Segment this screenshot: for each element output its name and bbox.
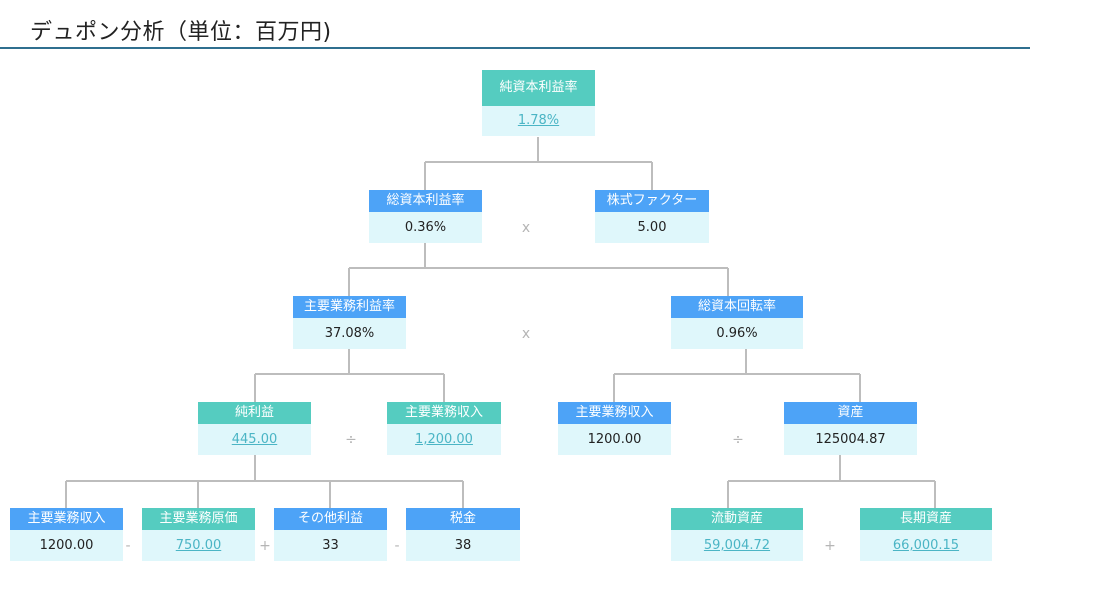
node-long-term-assets-label: 長期資産 <box>860 508 992 530</box>
node-roe: 純資本利益率 1.78% <box>482 70 595 136</box>
node-tax-value: 38 <box>406 530 520 561</box>
node-net-income-label: 純利益 <box>198 402 311 424</box>
operator-plus: + <box>824 538 836 554</box>
operator-minus: - <box>394 538 400 554</box>
node-other-income-label: その他利益 <box>274 508 387 530</box>
node-turnover-label: 総資本回転率 <box>671 296 803 318</box>
node-roa-value: 0.36% <box>369 212 482 243</box>
node-current-assets-label: 流動資産 <box>671 508 803 530</box>
node-assets-label: 資産 <box>784 402 917 424</box>
node-equity-factor: 株式ファクター 5.00 <box>595 190 709 243</box>
current-assets-value-link[interactable]: 59,004.72 <box>703 538 771 553</box>
node-roa: 総資本利益率 0.36% <box>369 190 482 243</box>
node-assets: 資産 125004.87 <box>784 402 917 455</box>
node-revenue-b: 主要業務収入 1200.00 <box>558 402 671 455</box>
operator-plus: + <box>259 538 271 554</box>
node-roe-label: 純資本利益率 <box>482 70 595 106</box>
node-turnover-value: 0.96% <box>671 318 803 349</box>
node-turnover: 総資本回転率 0.96% <box>671 296 803 349</box>
node-revenue-b-value: 1200.00 <box>558 424 671 455</box>
node-cost-value: 750.00 <box>142 530 255 561</box>
node-current-assets: 流動資産 59,004.72 <box>671 508 803 561</box>
cost-value-link[interactable]: 750.00 <box>175 538 222 553</box>
node-cost-label: 主要業務原価 <box>142 508 255 530</box>
node-tax: 税金 38 <box>406 508 520 561</box>
operator-minus: - <box>125 538 131 554</box>
node-margin-value: 37.08% <box>293 318 406 349</box>
page-title: デュポン分析（単位：百万円) <box>30 20 332 45</box>
operator-times: x <box>521 220 531 236</box>
node-long-term-assets: 長期資産 66,000.15 <box>860 508 992 561</box>
node-long-term-assets-value: 66,000.15 <box>860 530 992 561</box>
node-other-income-value: 33 <box>274 530 387 561</box>
node-roa-label: 総資本利益率 <box>369 190 482 212</box>
node-revenue-a-label: 主要業務収入 <box>387 402 501 424</box>
node-margin-label: 主要業務利益率 <box>293 296 406 318</box>
node-revenue-a: 主要業務収入 1,200.00 <box>387 402 501 455</box>
revenue-a-value-link[interactable]: 1,200.00 <box>415 432 473 447</box>
node-tax-label: 税金 <box>406 508 520 530</box>
node-net-income-value: 445.00 <box>198 424 311 455</box>
node-cost: 主要業務原価 750.00 <box>142 508 255 561</box>
operator-times: x <box>521 326 531 342</box>
long-term-assets-value-link[interactable]: 66,000.15 <box>892 538 960 553</box>
net-income-value-link[interactable]: 445.00 <box>231 432 278 447</box>
node-revenue-b-label: 主要業務収入 <box>558 402 671 424</box>
node-revenue-a-value: 1,200.00 <box>387 424 501 455</box>
node-current-assets-value: 59,004.72 <box>671 530 803 561</box>
operator-divide: ÷ <box>345 432 357 448</box>
node-revenue-c-label: 主要業務収入 <box>10 508 123 530</box>
node-equity-factor-value: 5.00 <box>595 212 709 243</box>
node-revenue-c: 主要業務収入 1200.00 <box>10 508 123 561</box>
node-roe-value: 1.78% <box>482 106 595 136</box>
node-revenue-c-value: 1200.00 <box>10 530 123 561</box>
node-other-income: その他利益 33 <box>274 508 387 561</box>
node-margin: 主要業務利益率 37.08% <box>293 296 406 349</box>
operator-divide: ÷ <box>732 432 744 448</box>
node-equity-factor-label: 株式ファクター <box>595 190 709 212</box>
node-net-income: 純利益 445.00 <box>198 402 311 455</box>
title-divider <box>0 47 1030 49</box>
node-assets-value: 125004.87 <box>784 424 917 455</box>
roe-value-link[interactable]: 1.78% <box>517 113 560 128</box>
